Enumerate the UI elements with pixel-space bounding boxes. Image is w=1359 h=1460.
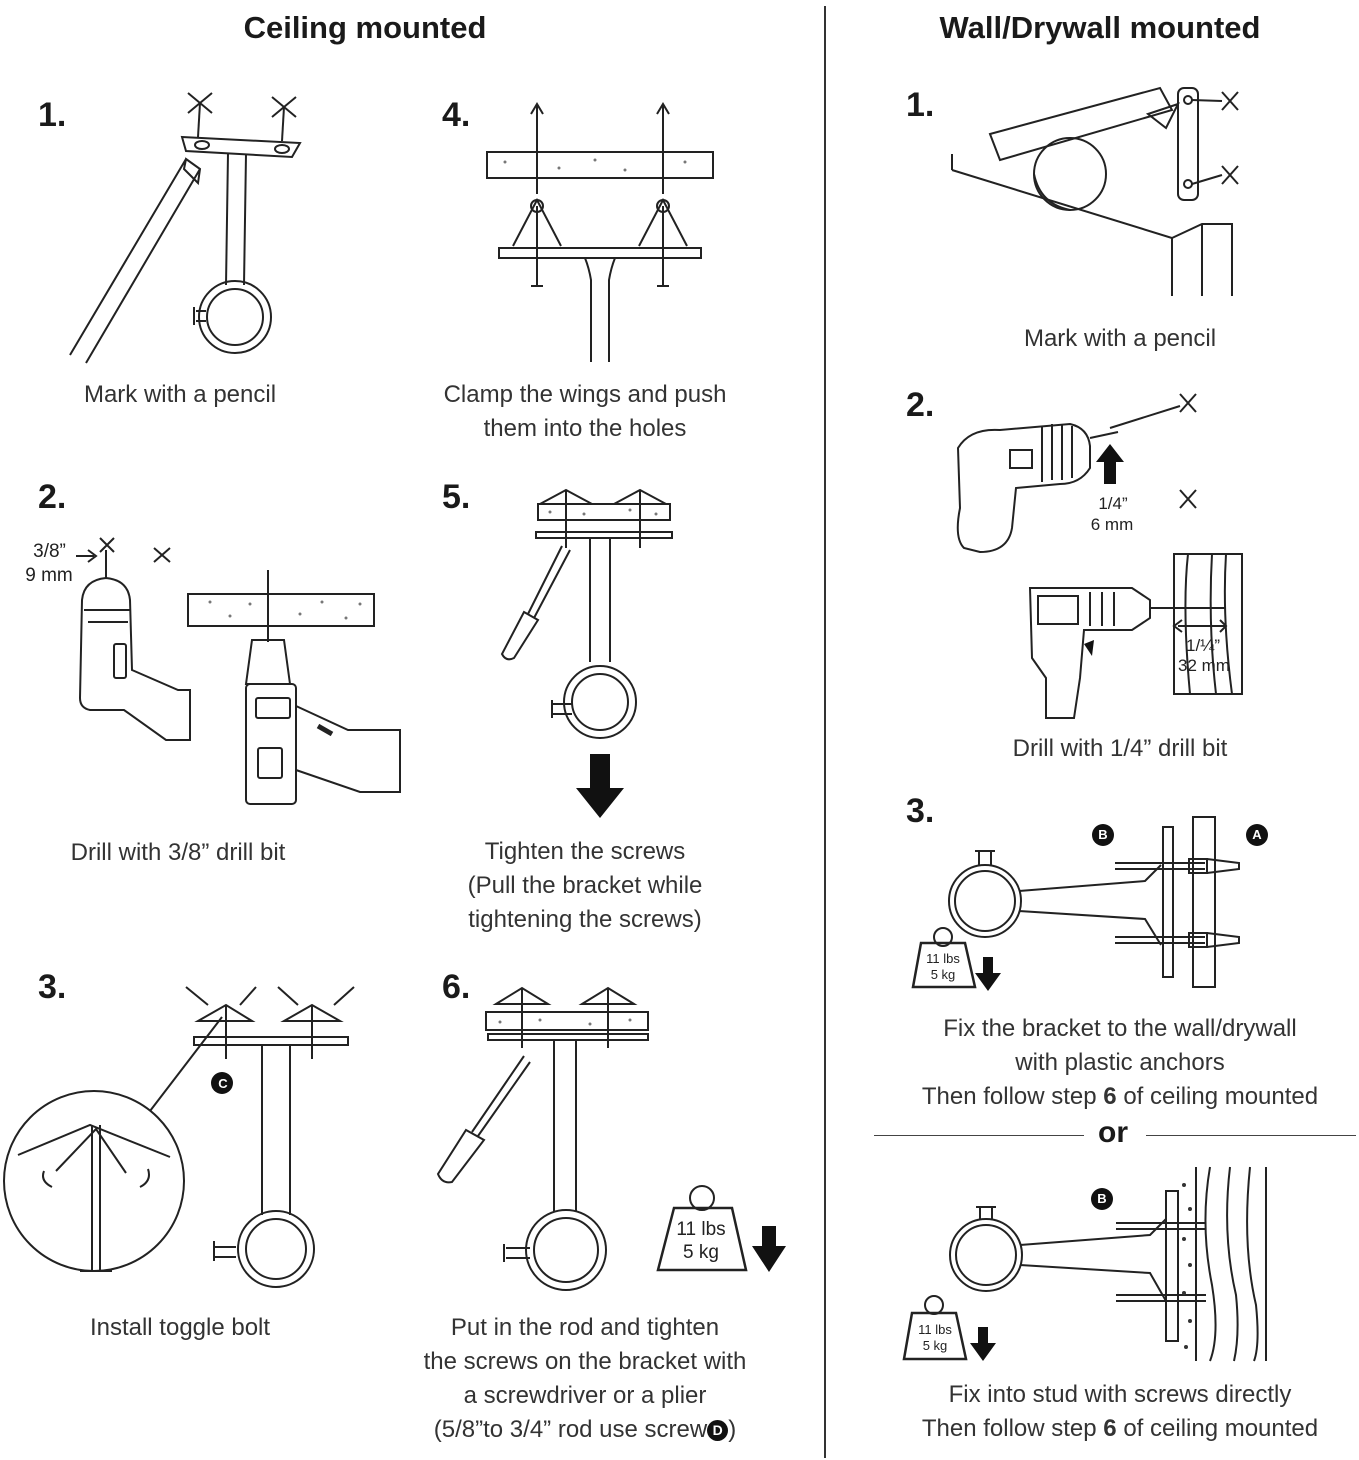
wall-step-3-caption-line-1: Fix the bracket to the wall/drywall <box>943 1015 1297 1042</box>
step-3-number: 3. <box>38 968 67 1006</box>
wall-step-3-weight-kg: 5 kg <box>930 967 956 982</box>
weight-down-arrow-icon <box>752 1226 786 1272</box>
mark-x-icon <box>100 538 114 552</box>
toggle-bolt-badge: C <box>218 1076 228 1091</box>
step-6-caption-close: ) <box>728 1416 737 1443</box>
drill-size-inch: 3/8” <box>33 541 66 562</box>
screw-d-badge: D <box>707 1420 729 1442</box>
wall-step-1-number: 1. <box>906 86 935 124</box>
step-4-caption-line-2: them into the holes <box>483 415 687 442</box>
wall-step-2-number: 2. <box>906 386 935 424</box>
step-6-weight-lbs: 11 lbs <box>676 1219 726 1240</box>
step-2-caption: Drill with 3/8” drill bit <box>70 839 286 866</box>
step-6-number: 6. <box>442 968 471 1006</box>
wall-drill-depth-mm: 32 mm <box>1178 656 1230 675</box>
step-3-caption: Install toggle bolt <box>89 1314 271 1341</box>
weight-icon <box>913 943 975 987</box>
wall-step-1-illustration <box>950 84 1250 304</box>
step-5-caption-line-1: Tighten the screws <box>484 838 686 865</box>
stud-screw-b-badge: B <box>1097 1191 1107 1206</box>
stud-weight-kg: 5 kg <box>922 1338 948 1353</box>
weight-handle-icon <box>925 1296 943 1314</box>
step-3-illustration <box>0 975 360 1295</box>
step-6-illustration <box>430 982 786 1302</box>
wall-step-3-number: 3. <box>906 792 935 830</box>
step-1-number: 1. <box>38 96 67 134</box>
stud-follow-num: 6 <box>1103 1415 1117 1442</box>
mark-x-icon <box>1180 490 1196 508</box>
or-label: or <box>1098 1116 1128 1149</box>
weight-handle-icon <box>934 928 952 946</box>
wall-drill-size-mm: 6 mm <box>1090 515 1134 534</box>
ceiling-mounted-title: Ceiling mounted <box>243 10 487 45</box>
step-1-illustration <box>60 85 320 375</box>
mark-x-icon <box>1222 166 1238 184</box>
weight-handle-icon <box>690 1186 714 1210</box>
drill-size-mm: 9 mm <box>25 565 73 586</box>
step-6-caption-line-3: a screwdriver or a plier <box>463 1382 707 1409</box>
stud-weight-lbs: 11 lbs <box>918 1322 952 1337</box>
wall-drill-size-inch: 1/4” <box>1098 494 1128 513</box>
weight-down-arrow-icon <box>970 1327 996 1361</box>
step-6-caption-rod-note: (5/8”to 3/4” rod use screw <box>433 1416 708 1443</box>
step-1-caption: Mark with a pencil <box>83 381 277 408</box>
wall-step-2-illustration <box>950 388 1250 738</box>
step-5-caption-line-2: (Pull the bracket while <box>467 872 703 899</box>
wall-step-3-caption-line-2: with plastic anchors <box>1015 1049 1225 1076</box>
weight-icon <box>904 1313 966 1359</box>
step-4-illustration <box>485 100 715 370</box>
stud-follow-pre: Then follow step <box>921 1415 1104 1442</box>
step-5-illustration <box>480 482 680 818</box>
wall-screw-b-badge: B <box>1098 827 1108 842</box>
wall-step-3-follow-num: 6 <box>1103 1083 1117 1110</box>
stud-follow-post: of ceiling mounted <box>1116 1415 1319 1442</box>
step-4-caption-line-1: Clamp the wings and push <box>443 381 727 408</box>
step-2-number: 2. <box>38 478 67 516</box>
stud-follow: Then follow step 6 of ceiling mounted <box>890 1412 1350 1446</box>
weight-icon <box>658 1208 746 1270</box>
step-6-caption-line-2: the screws on the bracket with <box>423 1348 747 1375</box>
drill-depth-arrow-icon <box>1096 444 1124 484</box>
step-5-caption-line-3: tightening the screws) <box>468 906 702 933</box>
wall-step-3-illustration <box>905 815 1268 991</box>
mark-x-icon <box>1222 92 1238 110</box>
column-divider <box>824 6 826 1458</box>
wall-step-3-follow-post: of ceiling mounted <box>1116 1083 1319 1110</box>
wall-drill-depth-inch: 1/¼” <box>1185 636 1221 655</box>
stud-caption: Fix into stud with screws directly <box>948 1381 1292 1408</box>
step-4-number: 4. <box>442 96 471 134</box>
or-divider-left <box>874 1135 1084 1136</box>
stud-mount-illustration <box>900 1165 1270 1365</box>
wall-anchor-a-badge: A <box>1252 827 1262 842</box>
wall-mounted-title: Wall/Drywall mounted <box>939 10 1261 45</box>
mark-x-icon <box>154 548 170 562</box>
or-divider-right <box>1146 1135 1356 1136</box>
pull-down-arrow-icon <box>576 754 624 818</box>
wall-step-3-weight-lbs: 11 lbs <box>926 951 960 966</box>
step-6-weight-kg: 5 kg <box>683 1242 719 1263</box>
wall-step-2-caption: Drill with 1/4” drill bit <box>1012 735 1228 762</box>
wall-step-3-follow: Then follow step 6 of ceiling mounted <box>890 1080 1350 1114</box>
weight-down-arrow-icon <box>975 957 1001 991</box>
step-2-illustration <box>70 530 430 820</box>
step-5-number: 5. <box>442 478 471 516</box>
step-6-caption-line-1: Put in the rod and tighten <box>450 1314 720 1341</box>
mark-x-icon <box>1180 394 1196 412</box>
wall-step-3-follow-pre: Then follow step <box>921 1083 1104 1110</box>
wall-step-1-caption: Mark with a pencil <box>1023 325 1217 352</box>
